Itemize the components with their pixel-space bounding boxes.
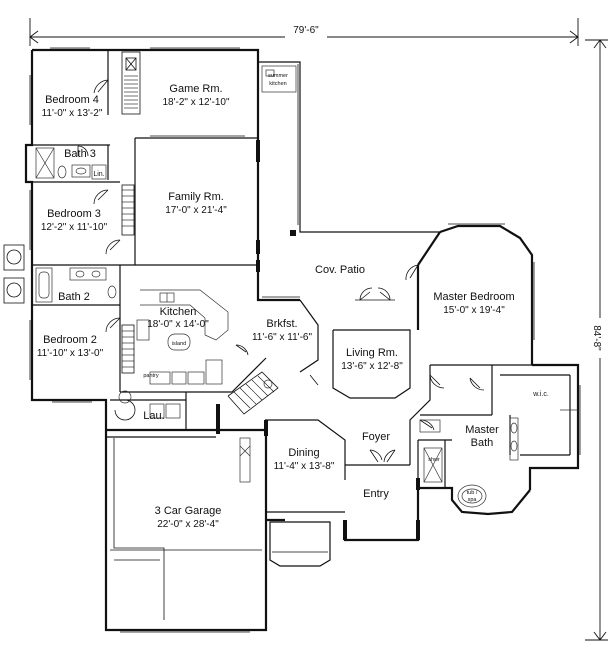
- bedroom2-dim: 11'-10" x 13'-0": [37, 348, 104, 359]
- garage-dim: 22'-0" x 28'-4": [157, 519, 219, 530]
- bath2-fixtures: [35, 267, 117, 303]
- width-dimension: 79'-6": [29, 18, 579, 46]
- entry-name: Entry: [363, 488, 389, 500]
- kitchen-island: island: [172, 341, 186, 347]
- dining-bay-window: [269, 521, 331, 567]
- depth-label: 84'-8": [591, 325, 602, 351]
- family-dim: 17'-0" x 21'-4": [165, 205, 227, 216]
- windows: [29, 47, 581, 633]
- wic-name: w.i.c.: [532, 391, 549, 398]
- master-bath-name2: Bath: [471, 437, 494, 449]
- bedroom3-dim: 12'-2" x 11'-10": [41, 222, 108, 233]
- garage-name: 3 Car Garage: [155, 505, 222, 517]
- master-bath-name1: Master: [465, 424, 499, 436]
- doors: [77, 79, 485, 463]
- summer-kitchen-name2: kitchen: [269, 81, 286, 87]
- patio-doors: [262, 296, 395, 301]
- living-name: Living Rm.: [346, 347, 398, 359]
- depth-dimension: 84'-8": [585, 39, 608, 641]
- bedroom4-name: Bedroom 4: [45, 94, 99, 106]
- kitchen-name: Kitchen: [160, 306, 197, 318]
- brkfst-name: Brkfst.: [266, 318, 297, 330]
- summer-kitchen-counter: [261, 65, 297, 93]
- patio-name: Cov. Patio: [315, 264, 365, 276]
- kitchen-pantry: pantry: [143, 373, 159, 379]
- laundry-fixtures: [118, 390, 181, 419]
- stair: [227, 371, 279, 415]
- garage-features: [110, 437, 262, 620]
- bedroom4-dim: 11'-0" x 13'-2": [42, 108, 103, 119]
- wall-posts: [216, 140, 420, 540]
- dining-dim: 11'-4" x 13'-8": [274, 461, 335, 472]
- master-bath-shwr: shwr: [428, 457, 440, 463]
- living-dim: 13'-6" x 12'-8": [341, 361, 403, 372]
- master-bath-tub1: tub /: [467, 490, 478, 496]
- kitchen-dim: 18'-0" x 14'-0": [147, 319, 209, 330]
- foyer-name: Foyer: [362, 431, 390, 443]
- bath3-name: Bath 3: [64, 148, 96, 160]
- dining-name: Dining: [288, 447, 319, 459]
- family-name: Family Rm.: [168, 191, 224, 203]
- master-bedroom-name: Master Bedroom: [433, 291, 514, 303]
- summer-kitchen-name1: summer: [268, 73, 288, 79]
- exterior-walls: [24, 48, 580, 632]
- game-dim: 18'-2" x 12'-10": [162, 97, 230, 108]
- bath3-fixtures: [35, 147, 107, 180]
- game-closet: [121, 51, 141, 115]
- master-bath-tub2: spa: [468, 497, 478, 503]
- master-bedroom-dim: 15'-0" x 19'-4": [443, 305, 505, 316]
- width-label: 79'-6": [293, 25, 319, 36]
- kitchen-counters: [136, 289, 229, 385]
- lau-name: Lau.: [143, 410, 164, 422]
- bedroom3-closet: [121, 184, 135, 236]
- master-bath-fixtures: [419, 409, 578, 508]
- bedroom2-name: Bedroom 2: [43, 334, 97, 346]
- interior-walls: [32, 50, 571, 513]
- brkfst-dim: 11'-6" x 11'-6": [252, 332, 312, 343]
- game-name: Game Rm.: [169, 83, 222, 95]
- bath3-lin: Lin.: [93, 171, 104, 178]
- bath2-name: Bath 2: [58, 291, 90, 303]
- bedroom2-closet: [121, 324, 135, 374]
- ac-units: [3, 244, 25, 304]
- bedroom3-name: Bedroom 3: [47, 208, 101, 220]
